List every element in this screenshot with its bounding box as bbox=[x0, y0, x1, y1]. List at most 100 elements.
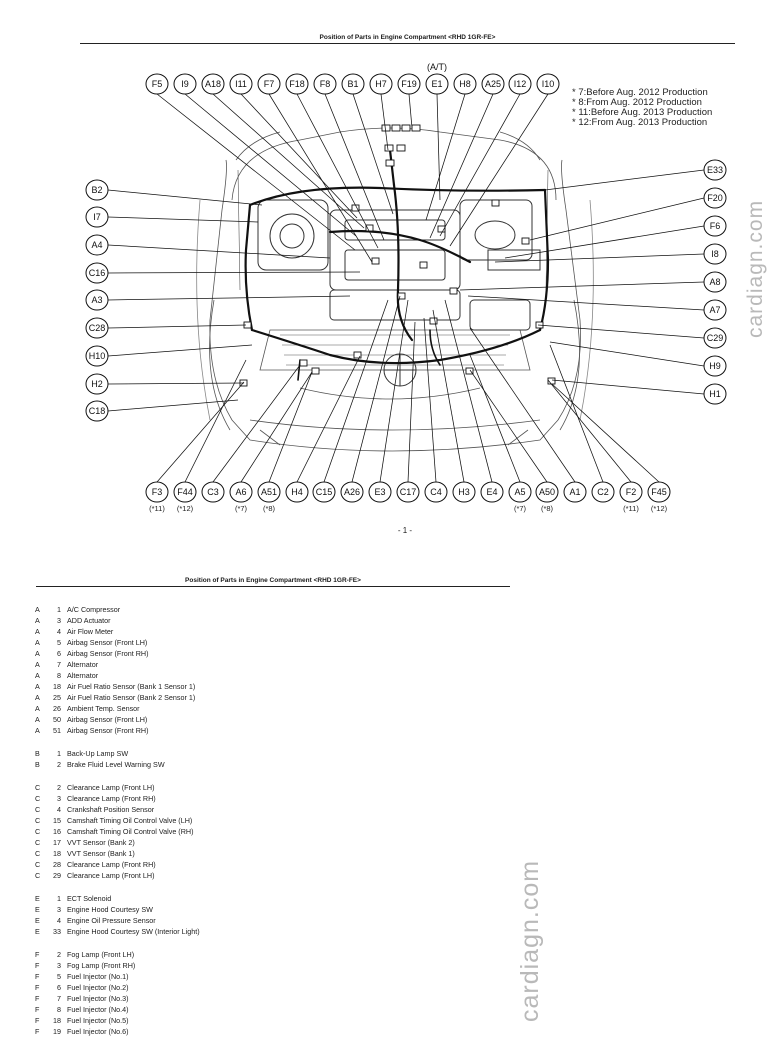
connector-bubble-a18: A18 bbox=[201, 73, 225, 95]
part-letter: A bbox=[35, 605, 40, 614]
leader-line bbox=[439, 93, 521, 237]
part-number: 1 bbox=[57, 605, 61, 614]
bubble-circle bbox=[508, 73, 532, 95]
bubble-circle bbox=[591, 481, 615, 503]
connector-label: C3 bbox=[207, 487, 219, 497]
connector-label: A50 bbox=[539, 487, 555, 497]
leader-line bbox=[436, 93, 441, 201]
connector-label: C29 bbox=[707, 333, 724, 343]
part-name: Air Fuel Ratio Sensor (Bank 1 Sensor 1) bbox=[67, 682, 196, 691]
part-letter: C bbox=[35, 816, 41, 825]
title-rule bbox=[36, 586, 510, 587]
leader-line bbox=[324, 93, 385, 241]
connector-label: I10 bbox=[542, 79, 555, 89]
production-sublabel: (*12) bbox=[177, 504, 194, 513]
connector-bubble-f45: F45 bbox=[647, 481, 671, 503]
connector-bubble-c3: C3 bbox=[201, 481, 225, 503]
connector-bubble-e4: E4 bbox=[480, 481, 504, 503]
part-number: 4 bbox=[57, 805, 61, 814]
part-number: 29 bbox=[53, 871, 61, 880]
part-number: 8 bbox=[57, 671, 61, 680]
part-letter: A bbox=[35, 715, 40, 724]
connector-label: H4 bbox=[291, 487, 303, 497]
part-number: 19 bbox=[53, 1027, 61, 1036]
leader-line bbox=[429, 93, 494, 239]
bubble-circle bbox=[201, 481, 225, 503]
connector-label: I11 bbox=[235, 79, 247, 89]
bubble-circle bbox=[703, 355, 727, 377]
connector-label: A25 bbox=[485, 79, 501, 89]
part-letter: B bbox=[35, 760, 40, 769]
leader-line bbox=[423, 317, 437, 483]
part-row: A 1 A/C Compressor bbox=[35, 604, 200, 615]
bubble-circle bbox=[257, 481, 281, 503]
bubble-circle bbox=[424, 481, 448, 503]
bubble-circle bbox=[85, 373, 109, 395]
title-rule bbox=[80, 43, 735, 44]
connector-bubble-i8: I8 bbox=[703, 243, 727, 265]
leader-line bbox=[352, 93, 394, 215]
part-name: Fuel Injector (No.2) bbox=[67, 983, 129, 992]
bubble-circle bbox=[647, 481, 671, 503]
part-name: Fuel Injector (No.4) bbox=[67, 1005, 129, 1014]
connector-bubble-a51: A51 bbox=[257, 481, 281, 503]
leader-line bbox=[107, 216, 259, 223]
leader-lines bbox=[107, 93, 705, 483]
part-number: 16 bbox=[53, 827, 61, 836]
bubble-circle bbox=[173, 481, 197, 503]
connector-label: E33 bbox=[707, 165, 723, 175]
connector-bubble-a50: A50 bbox=[535, 481, 559, 503]
part-name: Clearance Lamp (Front RH) bbox=[67, 860, 156, 869]
leader-line bbox=[551, 379, 705, 395]
leader-line bbox=[408, 93, 413, 129]
bubble-circle bbox=[85, 345, 109, 367]
connector-bubble-e1: E1 bbox=[425, 73, 449, 95]
connector-bubble-f44: F44 bbox=[173, 481, 197, 503]
leader-line bbox=[323, 299, 389, 483]
connector-bubble-c4: C4 bbox=[424, 481, 448, 503]
connector-bubble-c16: C16 bbox=[85, 262, 109, 284]
part-letter: C bbox=[35, 783, 41, 792]
connector-label: A6 bbox=[235, 487, 246, 497]
connector-label: F19 bbox=[401, 79, 417, 89]
part-name: Fog Lamp (Front RH) bbox=[67, 961, 136, 970]
connector-bubble-a7: A7 bbox=[703, 299, 727, 321]
part-name: A/C Compressor bbox=[67, 605, 121, 614]
bubble-circle bbox=[703, 299, 727, 321]
leader-line bbox=[184, 359, 247, 483]
vehicle-outline bbox=[196, 127, 594, 452]
part-letter: E bbox=[35, 916, 40, 925]
bubble-circle bbox=[285, 481, 309, 503]
part-number: 3 bbox=[57, 961, 61, 970]
connector-label: I12 bbox=[514, 79, 527, 89]
bubble-circle bbox=[85, 179, 109, 201]
connector-label: F2 bbox=[626, 487, 637, 497]
bubble-circle bbox=[85, 262, 109, 284]
connector-bubble-f2: F2 bbox=[619, 481, 643, 503]
connector-bubble-i7: I7 bbox=[85, 206, 109, 228]
connector-bubble-e3: E3 bbox=[368, 481, 392, 503]
part-name: ADD Actuator bbox=[67, 616, 111, 625]
watermark-text: cardiagn.com bbox=[744, 199, 767, 338]
connector-bubble-i11: I11 bbox=[229, 73, 253, 95]
part-letter: A bbox=[35, 660, 40, 669]
bubble-circle bbox=[201, 73, 225, 95]
connector-label: C17 bbox=[400, 487, 417, 497]
connector-label: E4 bbox=[486, 487, 497, 497]
bubble-circle bbox=[85, 206, 109, 228]
part-number: 7 bbox=[57, 660, 61, 669]
connector-bubble-c2: C2 bbox=[591, 481, 615, 503]
production-sublabel: (*12) bbox=[651, 504, 668, 513]
connector-label: C18 bbox=[89, 406, 106, 416]
connector-bubble-h9: H9 bbox=[703, 355, 727, 377]
leader-line bbox=[296, 355, 361, 483]
bubble-circle bbox=[619, 481, 643, 503]
